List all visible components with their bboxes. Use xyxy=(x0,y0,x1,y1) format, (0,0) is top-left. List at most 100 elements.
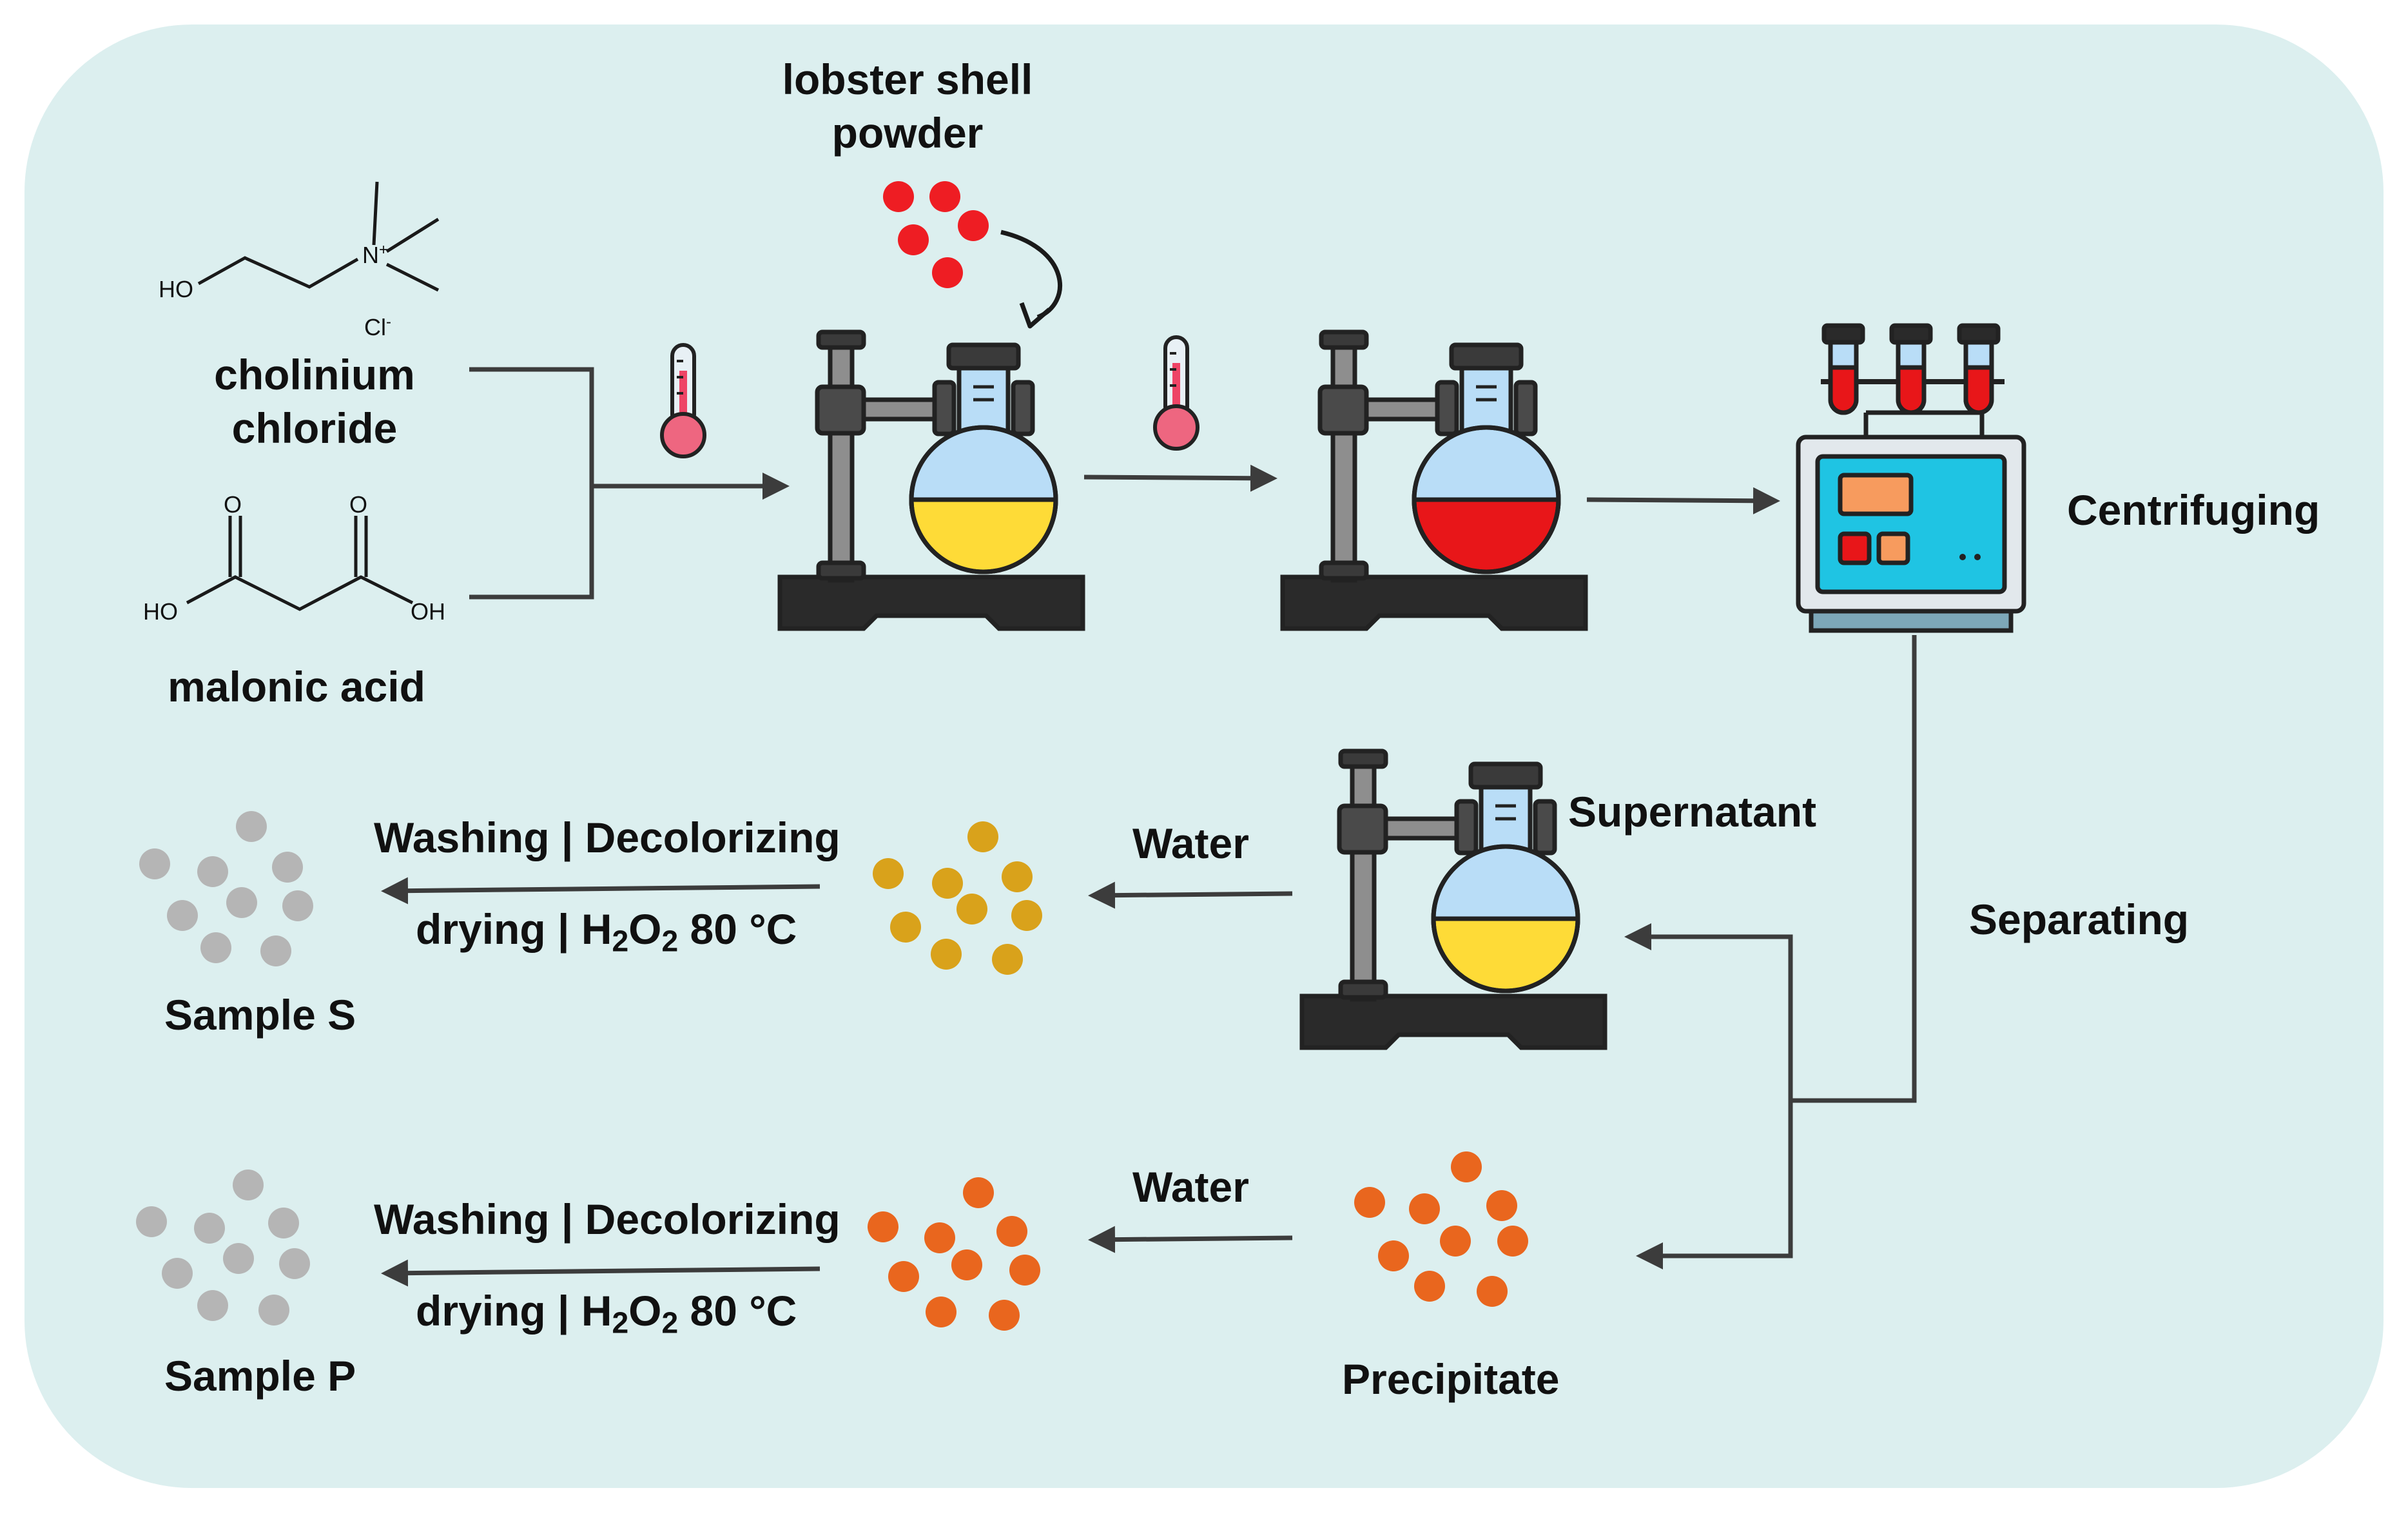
background-panel xyxy=(24,24,2384,1488)
water-label-bottom: Water xyxy=(1132,1163,1249,1211)
particle xyxy=(926,1297,956,1327)
cholinium-line2: chloride xyxy=(231,404,398,452)
washing-label-bottom: Washing | Decolorizing xyxy=(374,1195,840,1243)
particle xyxy=(1378,1240,1409,1271)
oh-label-malonic: OH xyxy=(411,598,445,625)
particle xyxy=(136,1206,167,1237)
particle xyxy=(929,181,960,212)
particle xyxy=(197,856,228,887)
particle xyxy=(932,868,963,899)
particle xyxy=(883,181,914,212)
particle xyxy=(1414,1271,1445,1302)
drying-o-bottom: O xyxy=(628,1287,662,1335)
particle xyxy=(1497,1226,1528,1257)
water-label-top: Water xyxy=(1132,819,1249,867)
water-arrow-bottom xyxy=(1088,1226,1293,1253)
particle xyxy=(1002,861,1033,892)
particle xyxy=(967,821,998,852)
particle xyxy=(139,848,170,879)
retort-stand-flask-icon xyxy=(1280,329,1588,631)
drying-prefix-top: drying | H xyxy=(416,905,612,953)
drying-label-bottom: drying | H2O2 80 °C xyxy=(416,1284,797,1342)
particle xyxy=(194,1213,225,1244)
particle xyxy=(951,1249,982,1280)
connectors xyxy=(381,367,1917,1287)
malonic-acid-label: malonic acid xyxy=(168,663,425,710)
test-tube xyxy=(1821,323,1865,415)
retort-stand-flask-icon xyxy=(1299,749,1607,1050)
malonic-acid-structure xyxy=(186,516,414,611)
water-arrow-top xyxy=(1088,881,1293,909)
to-centrifuge-arrow xyxy=(1586,487,1780,514)
orange-particles-washed xyxy=(868,1177,1040,1331)
particle xyxy=(197,1290,228,1321)
separating-label: Separating xyxy=(1969,896,2190,943)
cl-atom: Cl xyxy=(364,314,386,340)
particle xyxy=(1477,1276,1508,1307)
particle xyxy=(223,1243,254,1274)
separation-line xyxy=(1791,635,1917,1103)
drying-sub2-top: 2 xyxy=(612,924,629,958)
heating-arrow xyxy=(1083,464,1277,492)
cl-label: Cl- xyxy=(364,313,391,341)
particle xyxy=(167,900,198,931)
particle xyxy=(963,1177,994,1208)
curved-arrow-head xyxy=(1019,302,1051,329)
particle xyxy=(1451,1151,1482,1182)
particle xyxy=(260,935,291,966)
o-label-right: O xyxy=(349,491,368,518)
drying-suffix-top: 80 °C xyxy=(678,905,797,953)
particle xyxy=(1354,1187,1385,1218)
centrifuging-label: Centrifuging xyxy=(2067,486,2320,534)
retort-stand-flask-icon xyxy=(777,329,1085,631)
particle xyxy=(279,1248,310,1279)
particle xyxy=(888,1261,919,1292)
drying-sub2b-top: 2 xyxy=(661,924,679,958)
sample-p-particles xyxy=(136,1170,310,1326)
particle xyxy=(868,1211,898,1242)
drying-suffix-bottom: 80 °C xyxy=(678,1287,797,1335)
cl-charge: - xyxy=(386,313,391,331)
test-tube xyxy=(1889,323,1933,415)
drying-prefix-bottom: drying | H xyxy=(416,1287,612,1335)
particle xyxy=(931,939,962,970)
gold-particles xyxy=(873,821,1042,975)
particle xyxy=(258,1295,289,1326)
particle xyxy=(272,852,303,883)
particle xyxy=(989,1300,1020,1331)
n-charge: + xyxy=(379,241,389,259)
particle xyxy=(996,1216,1027,1247)
lobster-shell-line1: lobster shell xyxy=(782,55,1033,103)
lobster-shell-particles xyxy=(883,181,989,288)
cholinium-line1: cholinium xyxy=(214,351,415,398)
particle xyxy=(226,887,257,918)
to-precipitate-arrow xyxy=(1636,1101,1793,1269)
particle xyxy=(200,932,231,963)
particle xyxy=(282,890,313,921)
particle xyxy=(1440,1226,1471,1257)
particle-clusters xyxy=(136,181,1528,1331)
lobster-shell-powder-label: lobster shell powder xyxy=(782,53,1033,159)
particle xyxy=(1011,900,1042,931)
washing-arrow-bottom xyxy=(381,1259,820,1287)
particle xyxy=(236,811,267,842)
particle xyxy=(992,944,1023,975)
n-plus-label: N+ xyxy=(362,241,388,269)
thermometer-icon xyxy=(1153,335,1199,451)
o-label-left: O xyxy=(224,491,242,518)
centrifuge-tubes xyxy=(1821,323,2001,415)
washing-label-top: Washing | Decolorizing xyxy=(374,814,840,861)
particle xyxy=(924,1222,955,1253)
particle xyxy=(873,858,904,889)
precipitate-label: Precipitate xyxy=(1342,1355,1560,1403)
particle xyxy=(890,912,921,943)
ho-label-choline: HO xyxy=(159,276,193,302)
particle xyxy=(958,210,989,241)
supernatant-label: Supernatant xyxy=(1568,788,1817,836)
particle xyxy=(898,224,929,255)
particle xyxy=(932,257,963,288)
particle xyxy=(1409,1193,1440,1224)
sample-p-label: Sample P xyxy=(164,1352,356,1400)
